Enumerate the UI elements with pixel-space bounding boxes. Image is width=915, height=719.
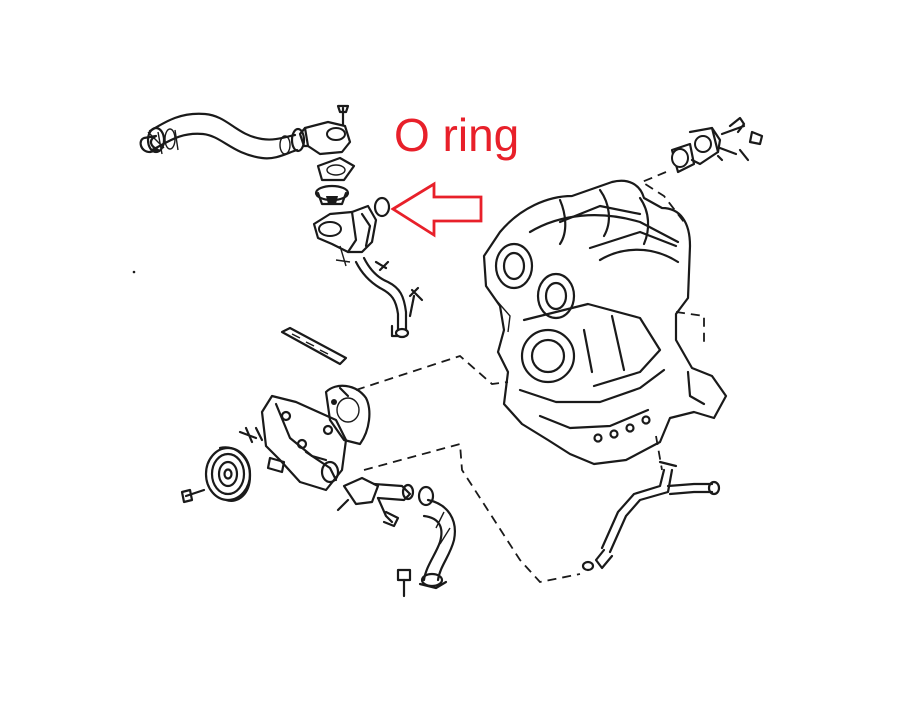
hose-clamp-right: [290, 127, 306, 153]
thermostat: [314, 184, 350, 206]
o-ring-callout-arrow: [390, 181, 483, 238]
drain-bolt: [396, 568, 412, 598]
pump-bolts: [180, 386, 350, 504]
water-outlet-right: [670, 116, 764, 174]
dashed-leader-lines: [355, 171, 705, 583]
lower-radiator-hose: [417, 485, 456, 590]
water-pump-pulley: [204, 446, 252, 502]
thermostat-gasket: [316, 156, 356, 182]
water-pump-body: [260, 394, 348, 492]
thermostat-housing: [312, 204, 378, 267]
water-pump-gasket: [324, 384, 371, 446]
heater-pipe: [581, 460, 721, 572]
engine-block: [482, 179, 728, 466]
water-inlet-pipe: [336, 476, 415, 528]
timing-belt-cover-strip: [280, 326, 348, 366]
water-outlet-neck: [298, 104, 352, 156]
o-ring: [373, 196, 391, 218]
bypass-pipe: [354, 256, 424, 339]
o-ring-callout-label: O ring: [394, 109, 520, 161]
hose-clamp-left: [146, 126, 166, 154]
